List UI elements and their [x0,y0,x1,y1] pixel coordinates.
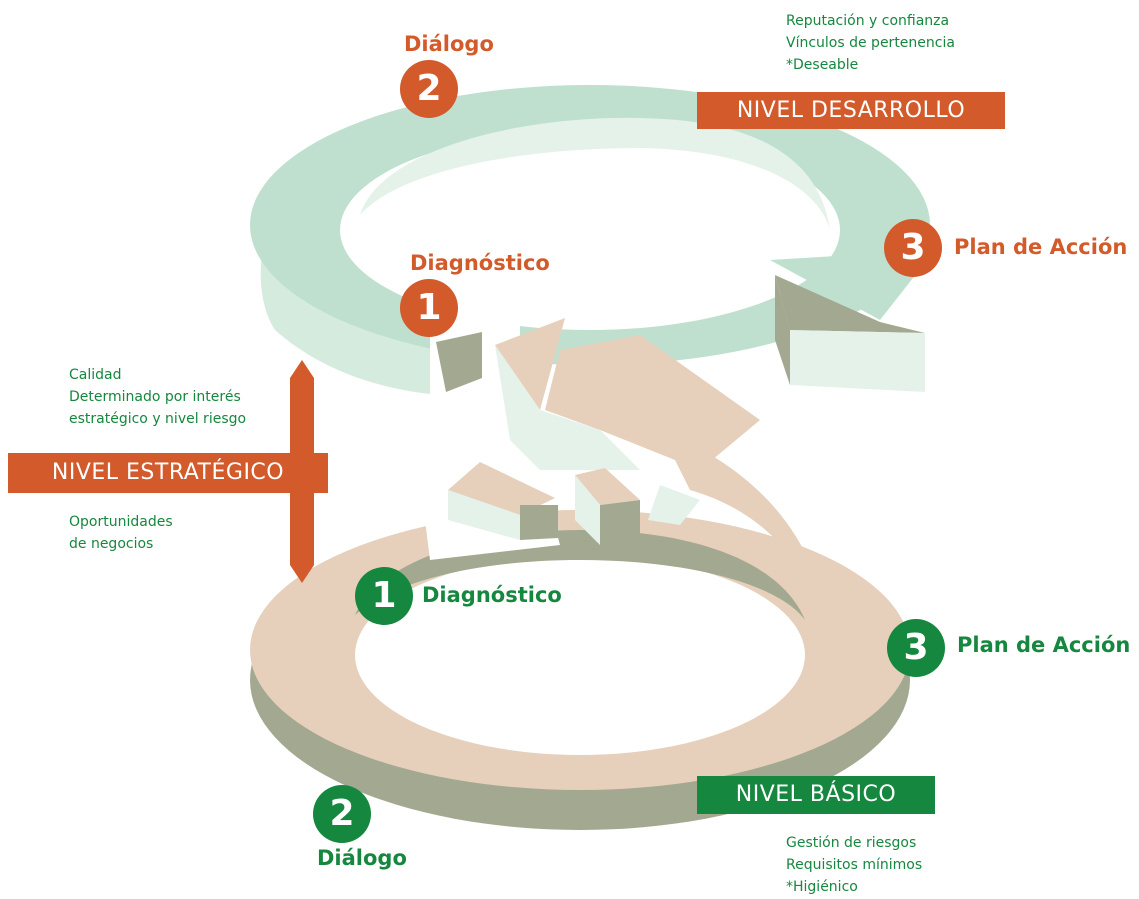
basic-note: Gestión de riesgos [786,835,917,851]
basic-level-banner: NIVEL BÁSICO [697,776,935,814]
strategic-note: de negocios [69,536,154,552]
basic-step-2-badge: 2 [313,785,371,843]
basic-step-3-badge: 3 [887,619,945,677]
strategic-notes-below: Oportunidades de negocios [69,511,173,555]
strategic-notes-above: Calidad Determinado por interés estratég… [69,364,246,430]
basic-step-1-label: Diagnóstico [422,583,562,607]
top-step-3-label: Plan de Acción [954,235,1128,259]
development-level-banner: NIVEL DESARROLLO [697,92,1005,129]
strategic-note: Determinado por interés [69,389,241,405]
development-note: Vínculos de pertenencia [786,35,955,51]
top-step-2-badge: 2 [400,60,458,118]
top-step-2-label: Diálogo [404,32,494,56]
basic-note: Requisitos mínimos [786,857,923,873]
bottom-cycle-arrow [250,318,910,830]
development-note: *Deseable [786,57,859,73]
basic-step-2-label: Diálogo [317,846,407,870]
strategic-note: estratégico y nivel riesgo [69,411,247,427]
strategic-level-banner: NIVEL ESTRATÉGICO [8,453,328,493]
development-note: Reputación y confianza [786,13,950,29]
top-step-3-badge: 3 [884,219,942,277]
basic-note: *Higiénico [786,879,858,895]
development-notes: Reputación y confianza Vínculos de perte… [786,10,955,76]
basic-notes: Gestión de riesgos Requisitos mínimos *H… [786,832,922,898]
top-step-1-badge: 1 [400,279,458,337]
strategic-note: Oportunidades [69,514,173,530]
top-step-1-label: Diagnóstico [410,251,550,275]
basic-step-3-label: Plan de Acción [957,633,1131,657]
strategic-note: Calidad [69,367,122,383]
basic-step-1-badge: 1 [355,567,413,625]
